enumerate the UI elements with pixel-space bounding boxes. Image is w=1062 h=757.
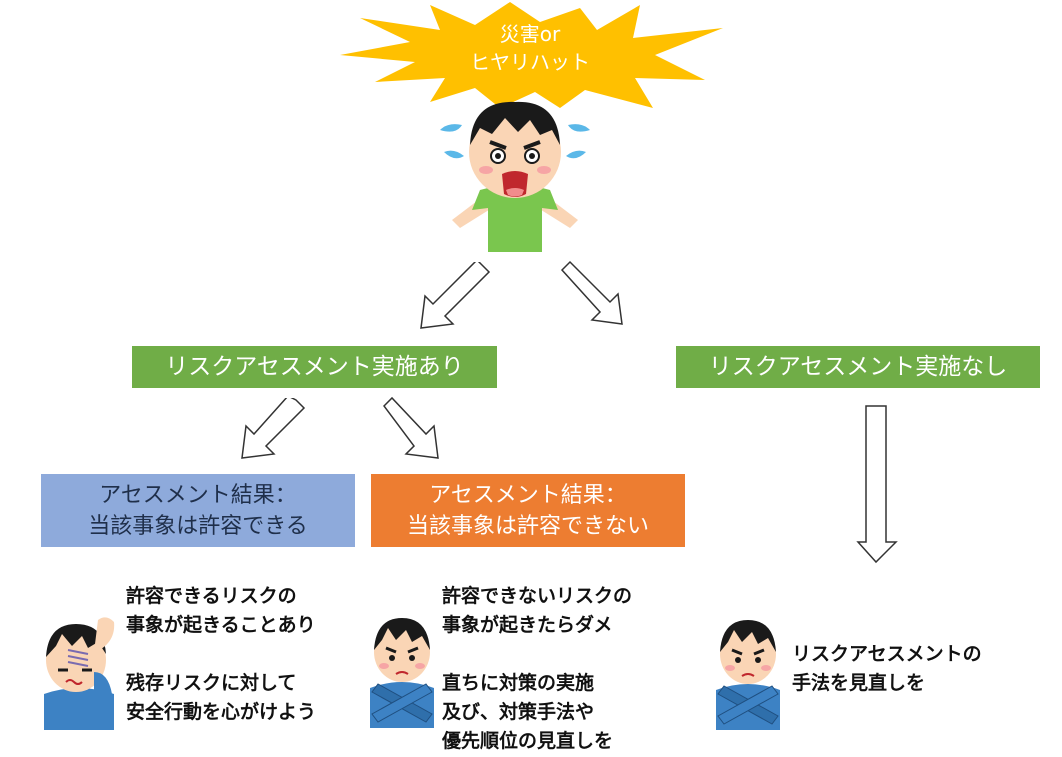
trigger-line1: 災害or [499,22,561,46]
without-assessment-label: リスクアセスメント実施なし [708,353,1008,380]
arrow-to-acceptable [241,398,306,459]
no-assessment-note-line2: 手法を見直しを [792,672,926,694]
acceptable-result-line1: アセスメント結果： [99,482,297,508]
crossed-arms-person-icon-2 [716,620,780,730]
unacceptable-result-line2: 当該事象は許容できない [406,513,649,539]
unacceptable-result-line1: アセスメント結果： [429,482,627,508]
arrow-down-no-assessment [856,405,898,564]
shocked-person-icon [440,101,590,252]
acceptable-result-line2: 当該事象は許容できる [88,513,308,539]
trigger-line2: ヒヤリハット [470,50,590,74]
acceptable-result-box: アセスメント結果： 当該事象は許容できる [41,474,355,547]
trigger-label: 災害or ヒヤリハット [440,20,620,76]
arrow-to-unacceptable [383,396,439,459]
crossed-arms-person-icon [370,618,434,728]
worried-person-icon [44,617,115,730]
without-assessment-box: リスクアセスメント実施なし [676,346,1040,388]
no-assessment-note: リスクアセスメントの 手法を見直しを [792,640,982,698]
unacceptable-note-line2: 事象が起きたらダメ [442,614,613,636]
no-assessment-note-line1: リスクアセスメントの [792,643,982,665]
with-assessment-box: リスクアセスメント実施あり [132,346,497,388]
unacceptable-note-line5: 優先順位の見直しを [442,730,614,752]
unacceptable-note-line4: 及び、対策手法や [442,701,595,723]
with-assessment-label: リスクアセスメント実施あり [165,353,464,380]
acceptable-note-line4: 安全行動を心がけよう [126,701,317,723]
unacceptable-result-box: アセスメント結果： 当該事象は許容できない [371,474,685,547]
explosion-burst-icon [340,2,723,108]
acceptable-note-line1: 許容できるリスクの [126,585,297,607]
unacceptable-note-line1: 許容できないリスクの [442,585,633,607]
acceptable-note-line3: 残存リスクに対して [126,672,297,694]
arrow-to-with-assessment [420,262,491,329]
unacceptable-note-line3: 直ちに対策の実施 [442,672,595,694]
unacceptable-note: 許容できないリスクの 事象が起きたらダメ 直ちに対策の実施 及び、対策手法や 優… [442,582,632,756]
arrow-to-without-assessment [560,260,623,325]
acceptable-note-line2: 事象が起きることあり [126,614,316,636]
acceptable-note: 許容できるリスクの 事象が起きることあり 残存リスクに対して 安全行動を心がけよ… [126,582,316,727]
